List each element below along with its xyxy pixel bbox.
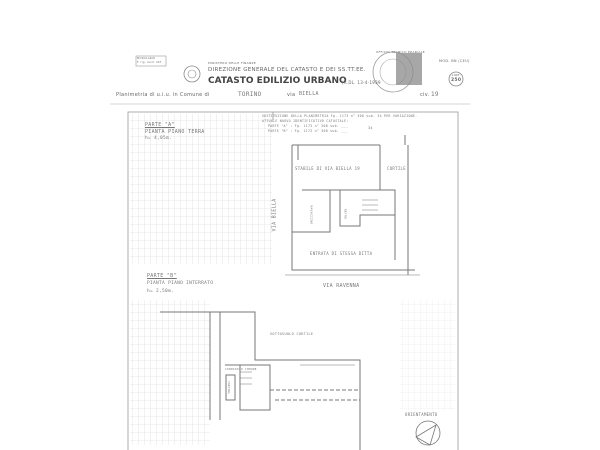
civ-label: civ.: [420, 92, 430, 98]
comune: TORINO: [238, 91, 262, 98]
form-box: [135, 55, 167, 67]
lire-stamp: [448, 71, 464, 87]
form-box-line: MODULARIO: [137, 57, 156, 60]
grid-background: [130, 300, 210, 445]
label-cortile: CORTILE: [387, 166, 406, 171]
part-b-title: PARTE "B": [147, 273, 177, 279]
part-a-height: h= 4,05m.: [145, 136, 173, 141]
stamp-text: UFFICIO TECNICO ERARIALE: [376, 50, 425, 54]
label-cantina: CANTINA: [226, 381, 230, 394]
orientation-label: ORIENTAMENTO: [405, 412, 438, 417]
sheet-frame: [127, 111, 459, 450]
document-title: CATASTO EDILIZIO URBANO: [208, 76, 347, 86]
label-sottosuolo: SOTTOSUOLO CORTILE: [270, 332, 314, 336]
civ: 19: [431, 91, 439, 98]
decree: (R.DL. 13-4-1939: [342, 80, 381, 85]
substitution-note: PARTE "A" : Fg. 1173 n° 308 sub. ___: [268, 124, 348, 128]
label-corridoio: CORRIDOIO COMUNE: [225, 367, 257, 371]
label-entrata: ENTRATA DI STESSA DITTA: [310, 251, 373, 256]
label-stabile: STABILE DI VIA BIELLA 19: [295, 166, 360, 171]
republic-emblem: [183, 65, 201, 83]
ministry: MINISTERO DELLE FINANZE: [208, 61, 257, 65]
form-box-line: F. rig. rend. 497: [137, 61, 162, 64]
grid-background: [400, 300, 455, 410]
part-a-title: PARTE "A": [145, 122, 175, 128]
republic-emblem: [187, 69, 197, 79]
basement-plan: [160, 311, 361, 450]
direction: DIREZIONE GENERALE DEL CATASTO E DEI SS.…: [208, 67, 366, 73]
grid-background: [130, 114, 272, 264]
substitution-note: PARTE "B" : Fg. 1173 n° 308 sub. ___: [268, 129, 348, 133]
model-code: MOD. BN (CEU): [439, 59, 470, 63]
substitution-note: SOSTITUZIONE DELLA PLANIMETRIA Fg. 1173 …: [262, 114, 418, 118]
planimetria-prefix: Planimetria di u.i.u. in Comune di: [116, 92, 210, 98]
label-via-ravenna: VIA RAVENNA: [323, 283, 360, 289]
part-b-height: h= 2,50m.: [147, 289, 175, 294]
substitution-sub: 34: [368, 126, 373, 130]
label-magazzino: MAGAZZINO: [309, 205, 314, 225]
label-via-biella: VIA BIELLA: [271, 198, 278, 232]
stamp-value: 250: [451, 78, 462, 83]
via: BIELLA: [299, 91, 319, 97]
label-retro: RETRO: [343, 208, 348, 220]
substitution-note: ATTUALE NUOVO IDENTIFICATIVO CATASTALE:: [262, 119, 349, 123]
stamp-lire: LIRE: [452, 73, 460, 77]
compass-icon: [415, 420, 441, 446]
ground-floor-plan: [285, 135, 420, 276]
part-a-plan: PIANTA PIANO TERRA: [145, 129, 205, 135]
via-label: via: [287, 92, 296, 98]
part-b-plan: PIANTA PIANO INTERRATO: [147, 281, 214, 286]
revenue-stamp: [396, 53, 422, 85]
